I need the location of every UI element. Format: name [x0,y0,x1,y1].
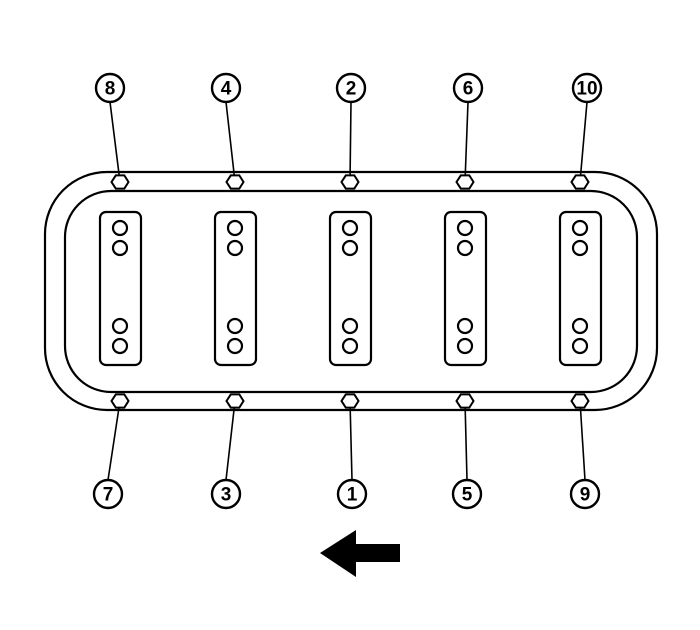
leader-line [109,101,121,183]
bolt-head [225,393,245,409]
bearing-cap [558,210,603,367]
callout-number: 10 [576,79,597,100]
callout-circle [571,72,603,104]
leader-line [225,400,236,481]
bolt-hole [456,317,474,335]
bolt-hole [226,219,244,237]
bolt-callout-8: 8 [94,72,130,190]
bolt-callout-9: 9 [569,393,601,510]
callout-circle [452,72,484,104]
bolt-head [225,174,245,190]
bolt-callout-5: 5 [451,393,483,510]
bearing-cap [98,210,143,367]
callout-number: 2 [346,79,357,100]
bolt-hole [456,337,474,355]
pan-outer-outline [43,170,659,412]
bolt-hole [571,219,589,237]
leader-line [579,101,588,183]
bolt-head [110,174,130,190]
bolt-hole [456,219,474,237]
bearing-cap [213,210,258,367]
cap-outline [558,210,603,367]
bolt-callout-1: 1 [336,393,368,510]
bolt-hole [341,317,359,335]
callout-circle [335,72,367,104]
bolt-head [455,174,475,190]
bolt-callout-6: 6 [452,72,484,190]
leader-line [464,400,468,481]
callout-number: 8 [105,79,116,100]
callout-circle [92,478,124,510]
bolt-hole [341,219,359,237]
callout-number: 6 [463,79,474,100]
callout-number: 7 [103,485,114,506]
callout-number: 1 [347,485,358,506]
bolt-head [110,393,130,409]
cap-outline [328,210,373,367]
bolt-hole [341,239,359,257]
bolt-head [340,174,360,190]
leader-line [464,101,469,183]
leader-line [349,101,352,183]
bolt-head [340,393,360,409]
bolt-hole [226,337,244,355]
bearing-cap [328,210,373,367]
bolt-callout-7: 7 [92,393,130,510]
callout-circle [451,478,483,510]
bolt-head [570,393,590,409]
callout-circle [569,478,601,510]
bolt-hole [111,337,129,355]
callout-number: 3 [221,485,232,506]
callout-circle [210,72,242,104]
bolt-hole [226,317,244,335]
bearing-cap [443,210,488,367]
cap-outline [213,210,258,367]
callout-number: 4 [221,79,232,100]
bolt-hole [111,219,129,237]
callout-circle [336,478,368,510]
bolt-head [455,393,475,409]
bolt-callout-4: 4 [210,72,245,190]
bolt-hole [571,239,589,257]
left-arrow-icon [320,530,400,577]
bolt-hole [571,317,589,335]
callout-circle [210,478,242,510]
bolt-hole [341,337,359,355]
bolt-callout-2: 2 [335,72,367,190]
callout-number: 5 [462,485,473,506]
leader-line [225,101,236,183]
leader-line [349,400,353,481]
bolt-callout-3: 3 [210,393,245,510]
pan-inner-outline [63,189,639,394]
bolt-hole [226,239,244,257]
callout-circle [94,72,126,104]
bolt-callout-10: 10 [570,72,603,190]
callout-number: 9 [580,485,591,506]
cap-outline [443,210,488,367]
bolt-hole [111,317,129,335]
leader-line [579,400,586,481]
bolt-hole [571,337,589,355]
cap-outline [98,210,143,367]
leader-line [107,400,121,481]
bolt-hole [111,239,129,257]
bolt-hole [456,239,474,257]
bolt-head [570,174,590,190]
